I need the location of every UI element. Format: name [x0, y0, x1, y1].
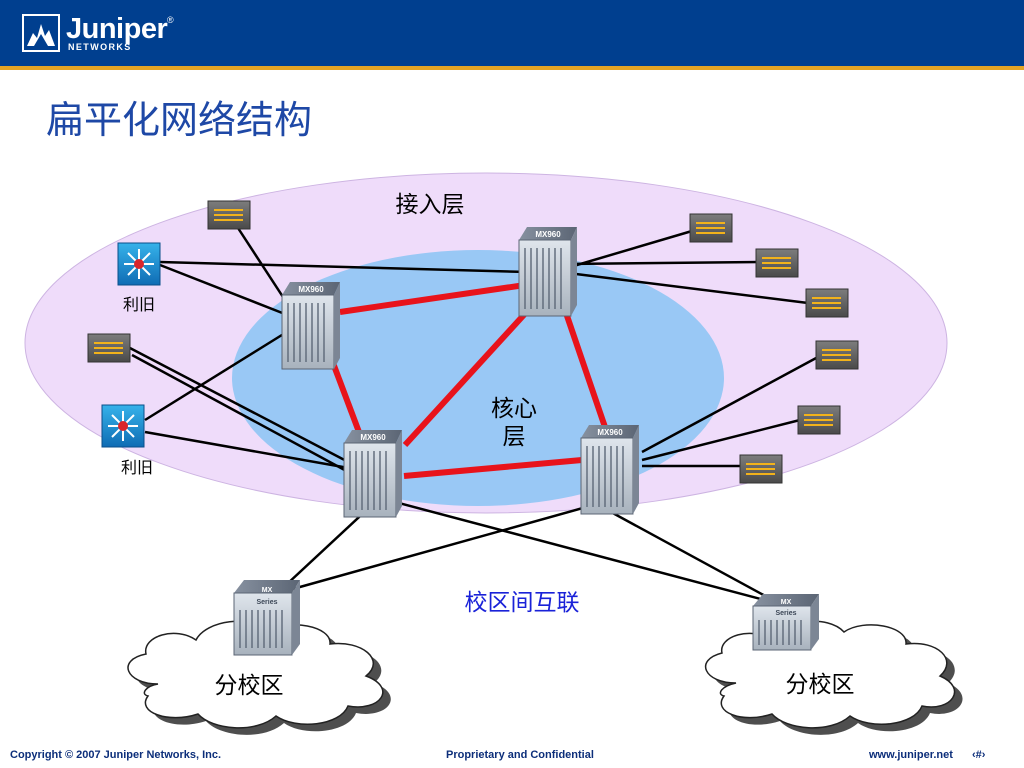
core-link [339, 282, 526, 315]
footer-classification: Proprietary and Confidential [446, 749, 594, 761]
access-link [144, 430, 361, 472]
access-switch [689, 213, 733, 243]
footer-website-link[interactable]: www.juniper.net [869, 749, 953, 761]
logo-registered-mark: ® [167, 15, 174, 25]
footer-copyright: Copyright © 2007 Juniper Networks, Inc. [10, 749, 222, 761]
access-links [127, 227, 819, 606]
interconnect-link [281, 504, 591, 594]
mx-series-router-icon: MX Series [233, 580, 300, 656]
access-switch [805, 288, 849, 318]
branch-router-model-2: Series [256, 599, 277, 606]
mx-series-router-icon: MX Series [752, 594, 819, 651]
access-link [563, 260, 761, 266]
access-switch [797, 405, 841, 435]
branch-router-model-1: MX [781, 599, 792, 606]
legacy-switch-label: 利旧 [123, 295, 155, 314]
core-links [327, 282, 609, 479]
juniper-logo-icon [22, 14, 60, 52]
router-model-label: MX960 [360, 433, 386, 442]
access-link [641, 418, 801, 462]
core-layer-label-line1: 核心 [491, 396, 537, 422]
access-link [159, 260, 529, 274]
router-model-label: MX960 [535, 230, 561, 239]
access-link [159, 263, 291, 318]
access-link [131, 353, 353, 476]
logo-subtitle: NETWORKS [68, 42, 132, 52]
access-switch [739, 454, 783, 484]
interconnect-link [597, 503, 781, 606]
access-link [641, 355, 819, 454]
branch-router-model-1: MX [262, 587, 273, 594]
core-link [562, 309, 609, 431]
header-accent-rule [0, 66, 1024, 70]
core-link [402, 303, 535, 448]
core-layer-label-line2: 层 [503, 424, 526, 450]
logo-wordmark: Juniper [66, 13, 168, 45]
branch-router-model-2: Series [775, 610, 796, 617]
core-link [327, 353, 365, 442]
legacy-l3-switch-icon [117, 242, 161, 286]
access-switch [815, 340, 859, 370]
access-link [127, 345, 357, 468]
core-link [403, 457, 583, 479]
legacy-l3-switch-icon [101, 404, 145, 448]
interconnect-label: 校区间互联 [465, 590, 580, 616]
branch-campus-cloud [127, 620, 391, 735]
branch-campus-label: 分校区 [786, 672, 855, 698]
access-layer-label: 接入层 [396, 192, 465, 218]
branch-campus-label: 分校区 [215, 673, 284, 699]
access-link [559, 270, 809, 305]
footer-page-number: ‹#› [972, 749, 986, 761]
access-switch [207, 200, 251, 230]
interconnect-link [379, 496, 773, 604]
router-model-label: MX960 [298, 285, 324, 294]
slide-title: 扁平化网络结构 [46, 98, 313, 142]
mx960-router-icon: MX960 [281, 282, 340, 370]
header-bar [0, 0, 1024, 66]
router-model-label: MX960 [597, 428, 623, 437]
access-link [144, 323, 299, 422]
mx960-router-icon: MX960 [518, 227, 577, 317]
access-switch [87, 333, 131, 363]
access-switch [755, 248, 799, 278]
legacy-switch-label: 利旧 [121, 458, 153, 477]
mx960-router-icon: MX960 [580, 425, 639, 515]
mx960-router-icon: MX960 [343, 430, 402, 518]
